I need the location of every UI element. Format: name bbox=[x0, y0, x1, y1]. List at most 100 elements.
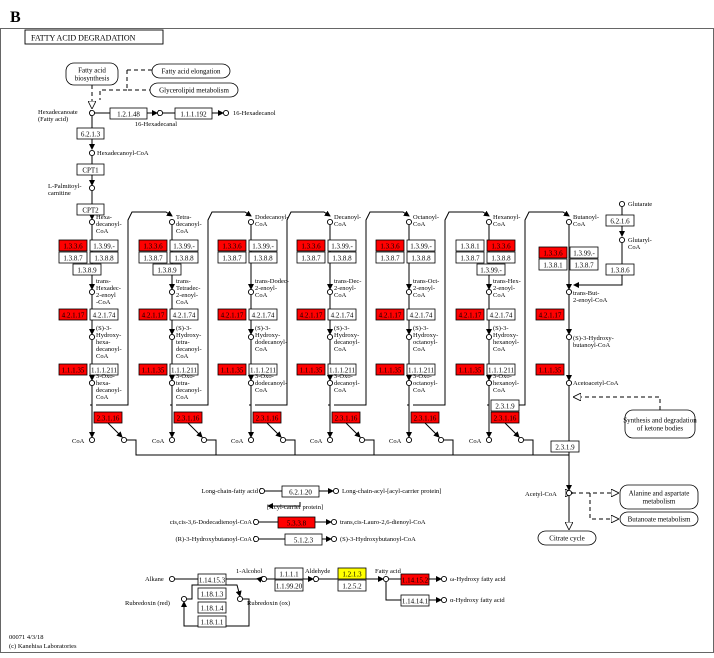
enzyme-box[interactable] bbox=[327, 363, 357, 376]
map-ketone-bodies[interactable] bbox=[624, 409, 696, 439]
enzyme-box[interactable] bbox=[89, 308, 119, 321]
enzyme-1-3-3-6[interactable]: 1.3.3.6 bbox=[217, 239, 247, 252]
enzyme-1-3-3-6[interactable]: 1.3.3.6 bbox=[138, 239, 168, 252]
enzyme-1-3-8-8[interactable]: 1.3.8.8 bbox=[89, 251, 119, 264]
enzyme-box[interactable] bbox=[569, 258, 599, 271]
alkane-node[interactable] bbox=[168, 575, 176, 583]
enzyme-1-1-1-211[interactable]: 1.1.1.211 bbox=[406, 363, 436, 376]
enzyme-box[interactable] bbox=[406, 251, 436, 264]
enzyme-box[interactable] bbox=[89, 251, 119, 264]
enzyme-box[interactable] bbox=[197, 615, 227, 628]
hexadecanoate-node[interactable] bbox=[88, 109, 96, 117]
enzyme-box[interactable] bbox=[569, 246, 599, 259]
enzyme-box[interactable] bbox=[197, 573, 227, 586]
enzyme-1-3-99[interactable]: 1.3.99.- bbox=[169, 239, 199, 252]
enzyme-4-2-1-17[interactable]: 4.2.1.17 bbox=[138, 308, 168, 321]
enzyme-box[interactable] bbox=[138, 251, 168, 264]
enzyme-box[interactable] bbox=[138, 308, 168, 321]
enzyme-4-2-1-17[interactable]: 4.2.1.17 bbox=[296, 308, 326, 321]
enzyme-box[interactable] bbox=[277, 516, 316, 529]
enzyme-box[interactable] bbox=[455, 308, 485, 321]
map-fatty-acid-biosynthesis[interactable] bbox=[65, 62, 119, 86]
enzyme-box[interactable] bbox=[327, 308, 357, 321]
enzyme-box[interactable] bbox=[538, 258, 568, 271]
enzyme-box[interactable] bbox=[72, 263, 102, 276]
enzyme-box[interactable] bbox=[535, 363, 565, 376]
oxoacyl-coa-node[interactable] bbox=[326, 379, 334, 387]
long-chain-acyl-acp-node[interactable] bbox=[332, 487, 340, 495]
oxoacyl-coa-node[interactable] bbox=[247, 379, 255, 387]
enzyme-box[interactable] bbox=[605, 214, 635, 227]
acyl-coa-node[interactable] bbox=[405, 218, 413, 226]
enzyme-box[interactable] bbox=[274, 579, 304, 592]
enzyme-box[interactable] bbox=[174, 107, 213, 120]
enzyme-4-2-1-17[interactable]: 4.2.1.17 bbox=[535, 308, 565, 321]
coa-node[interactable] bbox=[168, 436, 176, 444]
enoyl-coa-node[interactable] bbox=[247, 288, 255, 296]
hydroxyacyl-coa-node[interactable] bbox=[326, 333, 334, 341]
enzyme-1-3-3-6[interactable]: 1.3.3.6 bbox=[486, 239, 516, 252]
enzyme-1-1-1-35[interactable]: 1.1.1.35 bbox=[138, 363, 168, 376]
enzyme-1-3-99[interactable]: 1.3.99.- bbox=[89, 239, 119, 252]
enzyme-box[interactable] bbox=[486, 251, 516, 264]
dodecadienoyl-node[interactable] bbox=[252, 518, 260, 526]
enzyme-box[interactable] bbox=[248, 251, 278, 264]
hydroxyacyl-coa-node[interactable] bbox=[88, 333, 96, 341]
enzyme-box[interactable] bbox=[138, 363, 168, 376]
enzyme-1-3-8-8[interactable]: 1.3.8.8 bbox=[486, 251, 516, 264]
hydroxyacyl-coa-node[interactable] bbox=[168, 333, 176, 341]
enzyme-1-3-8-8[interactable]: 1.3.8.8 bbox=[248, 251, 278, 264]
enzyme-1-1-1-1[interactable]: 1.1.1.1 bbox=[274, 567, 304, 580]
fatty-acid-node[interactable] bbox=[382, 575, 390, 583]
enzyme-1-3-8-8[interactable]: 1.3.8.8 bbox=[327, 251, 357, 264]
enzyme-box[interactable] bbox=[490, 411, 520, 424]
enzyme-box[interactable] bbox=[400, 594, 430, 607]
coa-node[interactable] bbox=[247, 436, 255, 444]
enzyme-box[interactable] bbox=[138, 239, 168, 252]
enzyme-2-3-1-16[interactable]: 2.3.1.16 bbox=[252, 411, 282, 424]
rubredoxin-ox-node[interactable] bbox=[236, 595, 244, 603]
enzyme-4-2-1-17[interactable]: 4.2.1.17 bbox=[58, 308, 88, 321]
enzyme-box[interactable] bbox=[486, 239, 516, 252]
enzyme-box[interactable] bbox=[327, 239, 357, 252]
lauro-dienoyl-node[interactable] bbox=[330, 518, 338, 526]
enzyme-box[interactable] bbox=[486, 308, 516, 321]
enzyme-box[interactable] bbox=[296, 239, 326, 252]
enzyme-box[interactable] bbox=[248, 239, 278, 252]
enzyme-box[interactable] bbox=[296, 363, 326, 376]
hexadecanoyl-coa-node[interactable] bbox=[88, 149, 96, 157]
omega-hydroxy-node[interactable] bbox=[440, 575, 448, 583]
palmitoyl-carnitine-node[interactable] bbox=[88, 184, 96, 192]
enzyme-6-2-1-6[interactable]: 6.2.1.6 bbox=[605, 214, 635, 227]
enoyl-coa-node[interactable] bbox=[405, 288, 413, 296]
enzyme-box[interactable] bbox=[455, 251, 485, 264]
enzyme-1-1-1-211[interactable]: 1.1.1.211 bbox=[169, 363, 199, 376]
enzyme-4-2-1-17[interactable]: 4.2.1.17 bbox=[455, 308, 485, 321]
hexadecanal-node[interactable] bbox=[156, 109, 164, 117]
enzyme-2-3-1-9[interactable]: 2.3.1.9 bbox=[490, 399, 520, 412]
enzyme-box[interactable] bbox=[58, 239, 88, 252]
enzyme-1-3-8-1[interactable]: 1.3.8.1 bbox=[455, 239, 485, 252]
enzyme-4-2-1-74[interactable]: 4.2.1.74 bbox=[486, 308, 516, 321]
alcohol-node[interactable] bbox=[260, 575, 268, 583]
enzyme-4-2-1-74[interactable]: 4.2.1.74 bbox=[406, 308, 436, 321]
enzyme-box[interactable] bbox=[58, 308, 88, 321]
enzyme-2-3-1-16[interactable]: 2.3.1.16 bbox=[410, 411, 440, 424]
enzyme-box[interactable] bbox=[197, 587, 227, 600]
enzyme-6-2-1-3[interactable]: 6.2.1.3 bbox=[76, 127, 105, 140]
enzyme-box[interactable] bbox=[217, 363, 247, 376]
acetyl-coa-out-node[interactable] bbox=[358, 436, 366, 444]
enzyme-box[interactable] bbox=[296, 251, 326, 264]
map-fatty-acid-elongation[interactable] bbox=[151, 63, 231, 79]
enoyl-coa-node[interactable] bbox=[168, 288, 176, 296]
enzyme-box[interactable] bbox=[406, 363, 436, 376]
enzyme-2-3-1-16[interactable]: 2.3.1.16 bbox=[173, 411, 203, 424]
oxoacyl-coa-node[interactable] bbox=[485, 379, 493, 387]
enzyme-1-3-8-7[interactable]: 1.3.8.7 bbox=[455, 251, 485, 264]
enzyme-box[interactable] bbox=[252, 411, 282, 424]
map-alanine-aspartate[interactable] bbox=[619, 484, 699, 510]
enzyme-box[interactable] bbox=[89, 363, 119, 376]
enzyme-box[interactable] bbox=[248, 363, 278, 376]
enzyme-2-3-1-9[interactable]: 2.3.1.9 bbox=[550, 440, 580, 453]
enzyme-box[interactable] bbox=[217, 308, 247, 321]
